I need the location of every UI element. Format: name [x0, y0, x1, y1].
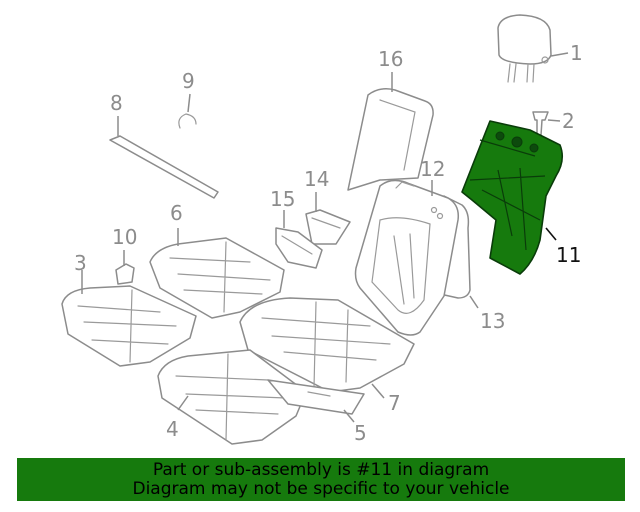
callout-5[interactable]: 5 [354, 421, 367, 445]
part-16-seatback-cover[interactable] [347, 88, 434, 191]
leader-lines [81, 52, 569, 423]
part-3-cushion[interactable] [61, 285, 197, 367]
callout-2[interactable]: 2 [562, 109, 575, 133]
part-14-bracket[interactable] [305, 209, 351, 245]
banner-line-2: Diagram may not be specific to your vehi… [132, 479, 510, 499]
part-6-cushion[interactable] [149, 237, 285, 319]
callout-numbers: 1 2 3 4 5 6 7 8 9 10 11 12 13 14 15 16 [74, 41, 583, 445]
part-4-cushion[interactable] [157, 349, 307, 445]
part-1-headrest[interactable] [497, 14, 552, 83]
part-12-seatback[interactable] [354, 179, 460, 336]
callout-7[interactable]: 7 [388, 391, 401, 415]
callout-1[interactable]: 1 [570, 41, 583, 65]
info-banner: Part or sub-assembly is #11 in diagram D… [17, 458, 625, 501]
banner-line-1: Part or sub-assembly is #11 in diagram [152, 460, 490, 480]
callout-10[interactable]: 10 [112, 225, 137, 249]
part-11-seatback-pad[interactable] [461, 120, 564, 275]
callout-9[interactable]: 9 [182, 69, 195, 93]
part-9-clip[interactable] [178, 113, 197, 129]
callout-3[interactable]: 3 [74, 251, 87, 275]
callout-11[interactable]: 11 [556, 243, 581, 267]
part-8-rod[interactable] [109, 135, 219, 199]
callout-14[interactable]: 14 [304, 167, 329, 191]
callout-12[interactable]: 12 [420, 157, 445, 181]
part-5-mat[interactable] [267, 379, 365, 415]
callout-6[interactable]: 6 [170, 201, 183, 225]
part-2-clip[interactable] [532, 111, 549, 136]
callout-13[interactable]: 13 [480, 309, 505, 333]
callout-15[interactable]: 15 [270, 187, 295, 211]
callout-8[interactable]: 8 [110, 91, 123, 115]
part-7-cushion[interactable] [239, 297, 415, 393]
part-15-bracket[interactable] [275, 227, 323, 269]
part-10-clip[interactable] [115, 263, 135, 285]
callout-4[interactable]: 4 [166, 417, 179, 441]
callout-16[interactable]: 16 [378, 47, 403, 71]
